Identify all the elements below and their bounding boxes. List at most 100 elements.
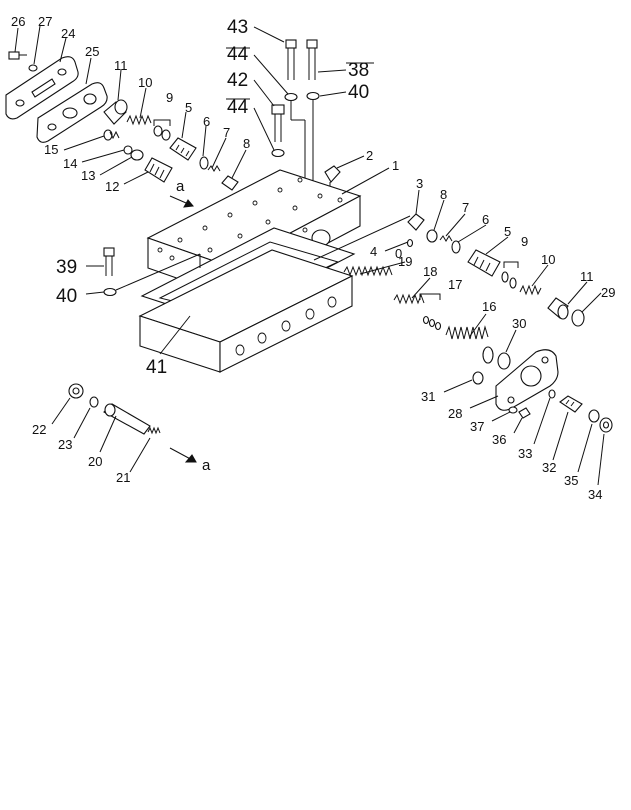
callout-9-right: 9 xyxy=(521,234,528,249)
callout-34: 34 xyxy=(588,487,602,502)
callout-43: 43 xyxy=(227,17,248,38)
lower-body xyxy=(138,249,354,373)
callout-5-left: 5 xyxy=(185,100,192,115)
callout-35: 35 xyxy=(564,473,578,488)
cover-plate-24 xyxy=(5,56,79,120)
callout-42: 42 xyxy=(227,70,248,91)
cover-28 xyxy=(495,349,559,411)
ring-14 xyxy=(123,145,133,155)
washer-44-mid xyxy=(271,148,285,158)
marker-a-upper: a xyxy=(176,178,185,195)
spring-16 xyxy=(445,325,494,364)
callout-40-left: 40 xyxy=(56,286,77,307)
callout-44-mid: 44 xyxy=(227,97,249,118)
callout-15: 15 xyxy=(44,142,58,157)
callout-labels: 26 27 24 25 11 10 9 5 6 7 8 15 14 13 12 … xyxy=(11,14,615,502)
plug-11-left xyxy=(103,99,128,125)
spring-7-left xyxy=(207,165,221,172)
callout-19: 19 xyxy=(398,254,412,269)
callout-1: 1 xyxy=(392,158,399,173)
o-ring-31 xyxy=(472,371,484,385)
callout-18: 18 xyxy=(423,264,437,279)
bolt-39 xyxy=(103,247,115,276)
callout-26: 26 xyxy=(11,14,25,29)
washer-40-left xyxy=(103,287,117,297)
o-ring-30 xyxy=(497,352,511,370)
callout-4: 4 xyxy=(370,244,377,259)
nut-34 xyxy=(599,417,613,433)
plug-3 xyxy=(407,213,425,231)
screw-26 xyxy=(8,51,27,60)
callout-29: 29 xyxy=(601,285,615,300)
callout-12: 12 xyxy=(105,179,119,194)
washer-37 xyxy=(508,406,518,414)
ring-4 xyxy=(406,238,414,248)
bolt-38 xyxy=(306,39,318,80)
o-ring-23 xyxy=(89,396,99,408)
callout-37: 37 xyxy=(470,419,484,434)
marker-0: 0 xyxy=(395,246,402,261)
bolt-36 xyxy=(518,407,531,419)
spring-9-right xyxy=(501,271,517,289)
big-callout-labels: 43 44 42 44 38 40 39 40 41 xyxy=(56,17,369,378)
spring-19 xyxy=(343,265,393,277)
spring-15 xyxy=(103,129,120,141)
spring-18 xyxy=(393,293,425,305)
callout-11-left: 11 xyxy=(114,58,128,73)
callout-10-left: 10 xyxy=(138,75,152,90)
callout-44-top: 44 xyxy=(227,44,249,65)
callout-22: 22 xyxy=(32,422,46,437)
callout-40-top: 40 xyxy=(348,82,369,103)
spring-10-right xyxy=(519,284,542,296)
washer-35 xyxy=(588,409,600,423)
spring-21 xyxy=(147,426,161,435)
piston-13 xyxy=(130,149,144,161)
callout-36: 36 xyxy=(492,432,506,447)
callout-16: 16 xyxy=(482,299,496,314)
o-ring-29 xyxy=(571,309,585,327)
callout-27: 27 xyxy=(38,14,52,29)
callout-21: 21 xyxy=(116,470,130,485)
arrow-a-upper xyxy=(169,195,194,208)
callout-31: 31 xyxy=(421,389,435,404)
spool-12 xyxy=(144,157,173,183)
arrow-a-lower xyxy=(169,447,197,463)
callout-20: 20 xyxy=(88,454,102,469)
spool-5-left xyxy=(169,137,197,161)
callout-30: 30 xyxy=(512,316,526,331)
callout-17: 17 xyxy=(448,277,462,292)
marker-a-lower: a xyxy=(202,457,211,474)
plug-22 xyxy=(68,383,84,399)
callout-32: 32 xyxy=(542,460,556,475)
spool-5-right xyxy=(467,249,501,277)
callout-6-right: 6 xyxy=(482,212,489,227)
callout-39: 39 xyxy=(56,257,77,278)
bolt-43 xyxy=(285,39,297,80)
callout-7-right: 7 xyxy=(462,200,469,215)
seat-6-right xyxy=(451,240,461,254)
washer-27 xyxy=(28,64,38,72)
callout-6-left: 6 xyxy=(203,114,210,129)
bolt-39-axis xyxy=(115,253,201,291)
seat-6-left xyxy=(199,156,209,170)
plug-32 xyxy=(559,395,583,413)
callout-10-right: 10 xyxy=(541,252,555,267)
callout-24: 24 xyxy=(61,26,75,41)
callout-2: 2 xyxy=(366,148,373,163)
callout-38: 38 xyxy=(348,60,369,81)
callout-5-right: 5 xyxy=(504,224,511,239)
spring-9-left xyxy=(153,125,171,141)
plug-8-right xyxy=(426,229,438,243)
bolt-42 xyxy=(271,104,285,142)
spring-7-right xyxy=(439,235,453,242)
callout-7-left: 7 xyxy=(223,125,230,140)
callout-25: 25 xyxy=(85,44,99,59)
callout-14: 14 xyxy=(63,156,77,171)
plug-11-right xyxy=(547,297,569,320)
callout-8-right: 8 xyxy=(440,187,447,202)
leader-axis-right xyxy=(313,215,411,261)
spool-20 xyxy=(103,403,151,435)
washer-40-top xyxy=(306,91,320,101)
